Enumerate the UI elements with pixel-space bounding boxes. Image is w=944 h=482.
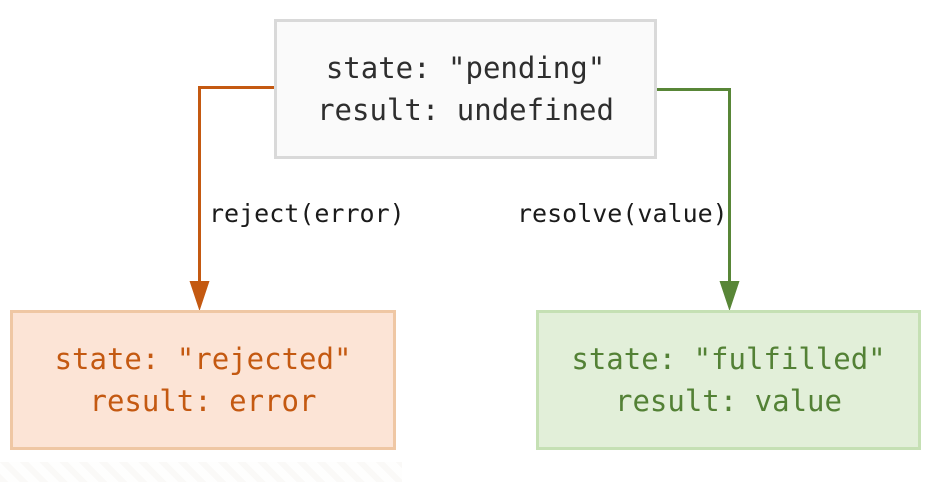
rejected-result-line: result: error: [89, 384, 317, 418]
resolve-arrow-line: [656, 88, 731, 283]
resolve-arrow-label: resolve(value): [517, 199, 728, 228]
reject-arrow-line: [198, 86, 274, 283]
resolve-arrowhead-icon: [719, 281, 740, 311]
rejected-state-box: state: "rejected" result: error: [10, 310, 396, 450]
fulfilled-result-line: result: value: [615, 384, 842, 418]
fulfilled-state-box: state: "fulfilled" result: value: [536, 310, 921, 450]
pending-state-box: state: "pending" result: undefined: [274, 19, 657, 159]
reject-arrowhead-icon: [189, 281, 210, 311]
rejected-state-line: state: "rejected": [54, 342, 352, 376]
bottom-edge-texture: [0, 462, 402, 482]
pending-result-line: result: undefined: [317, 93, 614, 127]
fulfilled-state-line: state: "fulfilled": [571, 342, 886, 376]
pending-state-line: state: "pending": [325, 51, 606, 85]
reject-arrow-label: reject(error): [209, 199, 405, 228]
